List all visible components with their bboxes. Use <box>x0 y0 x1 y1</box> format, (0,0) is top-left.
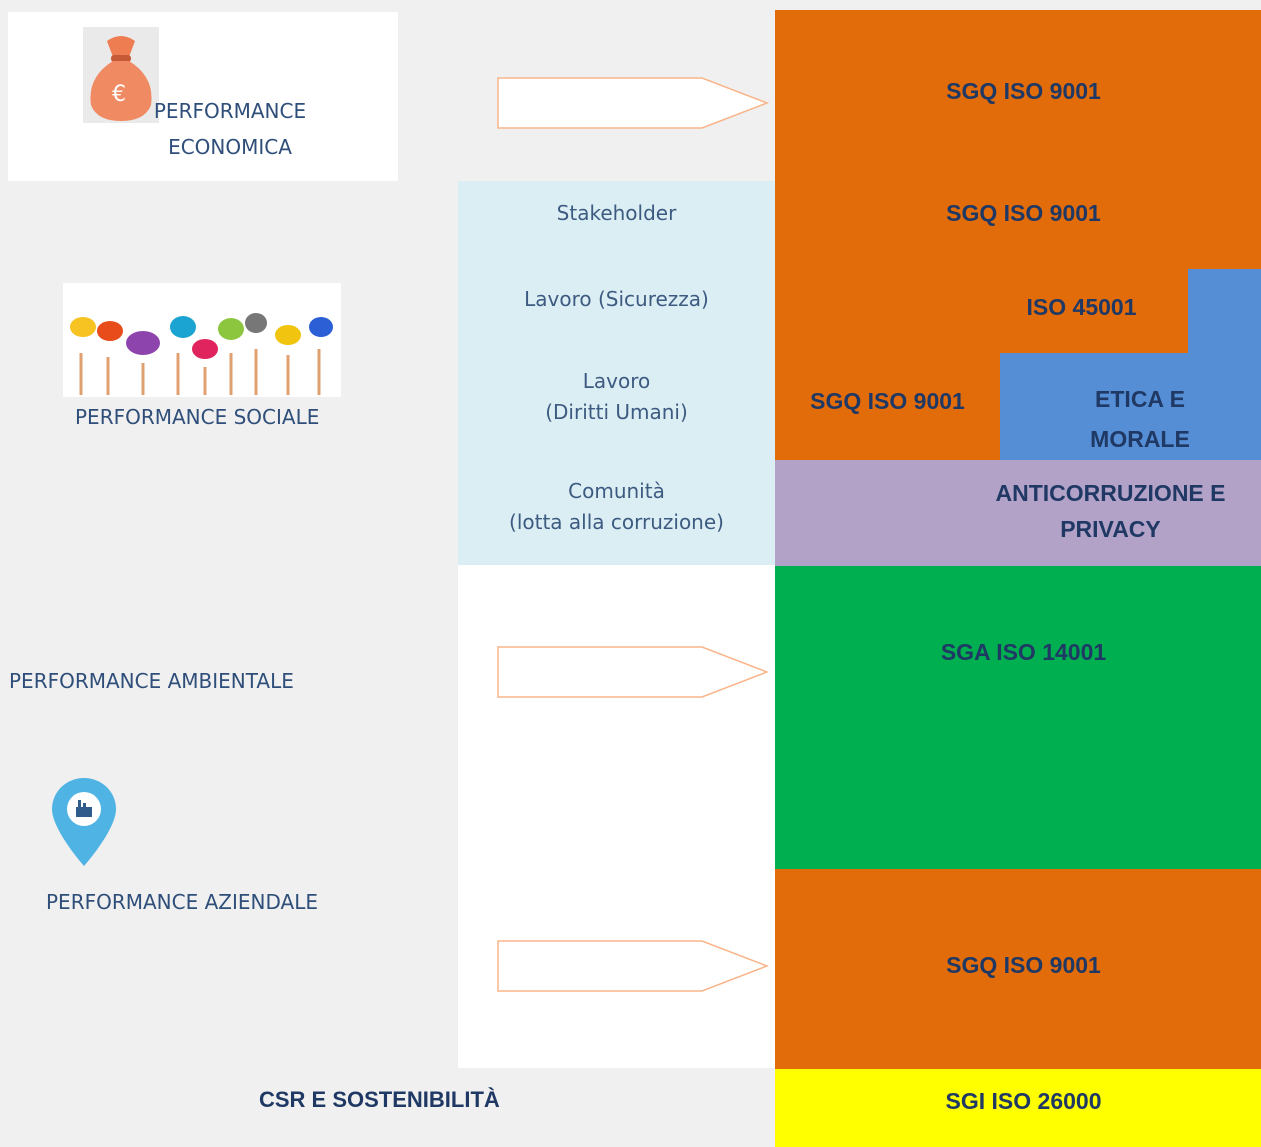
economic-performance-label: PERFORMANCE ECONOMICA <box>153 99 307 159</box>
factory-pin-icon <box>50 776 118 868</box>
economic-performance-card <box>8 12 398 181</box>
social-item-human-rights: Lavoro (Diritti Umani) <box>545 369 688 424</box>
ethics-block-label: ETICA E MORALE <box>1090 386 1190 452</box>
csr-block-label: SGI ISO 26000 <box>945 1088 1102 1114</box>
ethics-block <box>1000 353 1261 460</box>
corporate-arrow <box>497 940 769 992</box>
corporate-block-label: SGQ ISO 9001 <box>946 952 1101 978</box>
environmental-arrow <box>497 646 769 698</box>
economic-block-label: SGQ ISO 9001 <box>946 78 1101 104</box>
csr-block <box>775 1069 1261 1147</box>
money-bag-icon: € <box>83 27 159 123</box>
environmental-block <box>775 566 1261 869</box>
stakeholder-block-label: SGQ ISO 9001 <box>946 200 1101 226</box>
speech-bubbles-icon <box>63 283 341 397</box>
social-item-stakeholder: Stakeholder <box>556 201 677 225</box>
middle-white-panel <box>458 565 775 1068</box>
anticorruption-block <box>775 460 1261 566</box>
environmental-performance-label: PERFORMANCE AMBIENTALE <box>9 669 294 693</box>
anticorruption-block-label: ANTICORRUZIONE E PRIVACY <box>995 480 1226 542</box>
corporate-block <box>775 869 1261 1069</box>
human-rights-block-label: SGQ ISO 9001 <box>810 388 965 414</box>
economic-arrow <box>497 77 769 129</box>
safety-block-label: ISO 45001 <box>1026 294 1137 320</box>
ethics-block-upper <box>1188 269 1261 354</box>
social-item-safety: Lavoro (Sicurezza) <box>524 287 709 311</box>
social-items-panel <box>458 181 775 565</box>
csr-label: CSR E SOSTENIBILITÀ <box>259 1087 500 1112</box>
social-performance-label: PERFORMANCE SOCIALE <box>75 405 320 429</box>
social-item-community: Comunità (lotta alla corruzione) <box>509 479 724 534</box>
economic-block <box>775 10 1261 181</box>
svg-text:€: € <box>112 82 126 107</box>
environmental-block-label: SGA ISO 14001 <box>940 639 1107 665</box>
corporate-performance-label: PERFORMANCE AZIENDALE <box>46 890 318 914</box>
